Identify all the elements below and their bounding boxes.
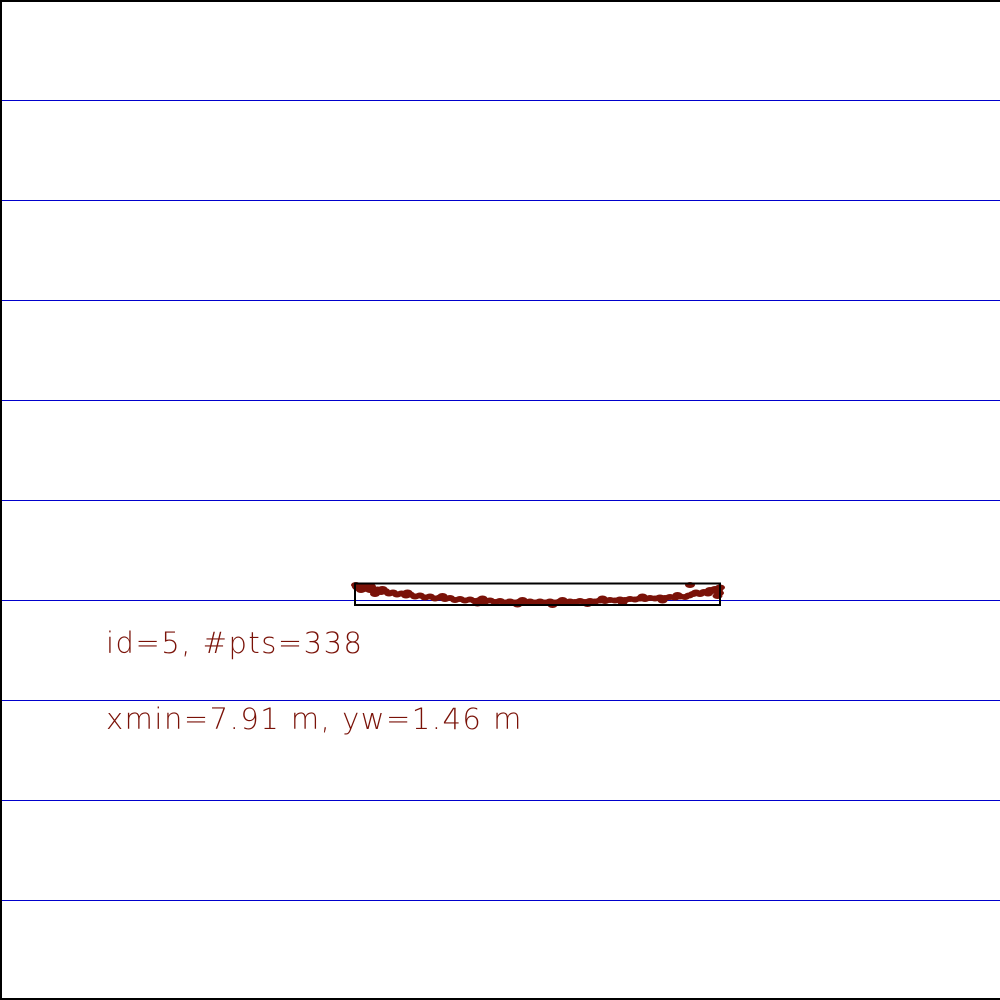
data-point [402,589,413,596]
object-extent-label: xmin=7.91 m, yw=1.46 m [106,702,523,736]
data-point [477,595,488,602]
object-bounding-box [354,582,721,606]
object-id-label: id=5, #pts=338 [106,626,364,660]
data-point [637,593,648,600]
data-point [366,583,376,590]
data-point [705,587,715,593]
data-point [597,595,608,602]
data-point [370,591,380,597]
data-point [557,597,568,603]
data-point [672,592,683,598]
data-point [437,593,448,599]
grid-lines [0,100,1000,901]
data-point [517,597,528,603]
point-cloud [351,582,725,608]
data-point [377,586,388,592]
data-point [657,597,668,604]
